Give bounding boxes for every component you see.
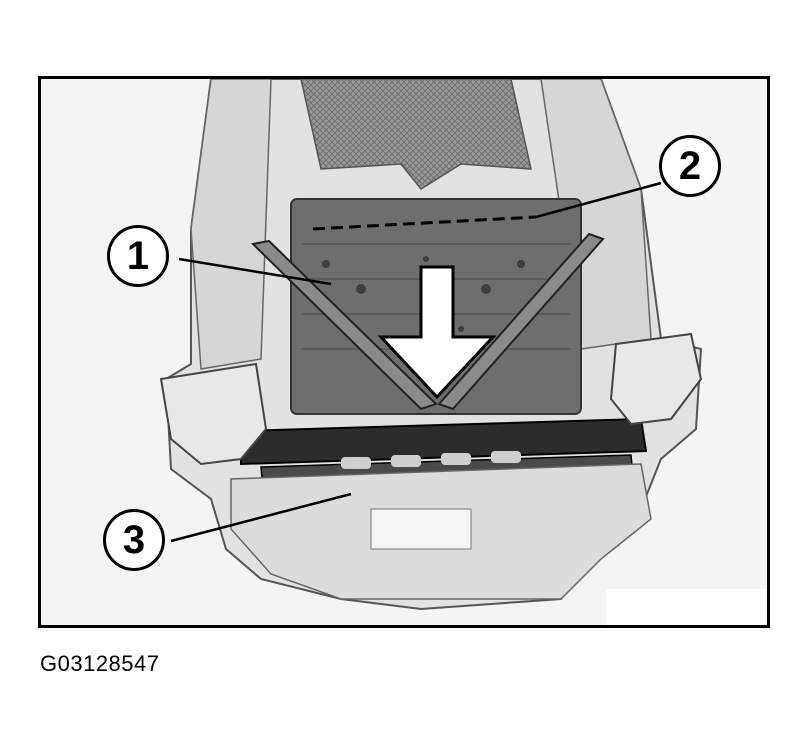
left-wing	[159, 362, 268, 466]
backrest-mesh	[300, 79, 532, 190]
down-arrow	[377, 265, 497, 400]
plate-holes	[322, 256, 525, 332]
leader-line-1	[178, 257, 332, 286]
left-bolster	[190, 79, 272, 370]
dashed-edge-line	[312, 215, 537, 231]
right-wing	[609, 332, 703, 426]
leader-line-3	[170, 492, 352, 543]
callout-2: 2	[659, 135, 721, 197]
callout-2-label: 2	[678, 143, 702, 188]
leader-line-2	[535, 181, 662, 219]
right-brace	[437, 232, 605, 411]
figure-id-label: G03128547	[40, 651, 160, 676]
left-brace	[250, 239, 438, 411]
seat-illustration	[159, 79, 767, 625]
callout-3: 3	[103, 509, 165, 571]
callout-1-label: 1	[126, 233, 150, 278]
callout-1: 1	[107, 225, 169, 287]
illustration-frame: 1 2 3	[38, 76, 770, 628]
callout-3-label: 3	[122, 517, 146, 562]
rail-slots	[341, 451, 521, 469]
